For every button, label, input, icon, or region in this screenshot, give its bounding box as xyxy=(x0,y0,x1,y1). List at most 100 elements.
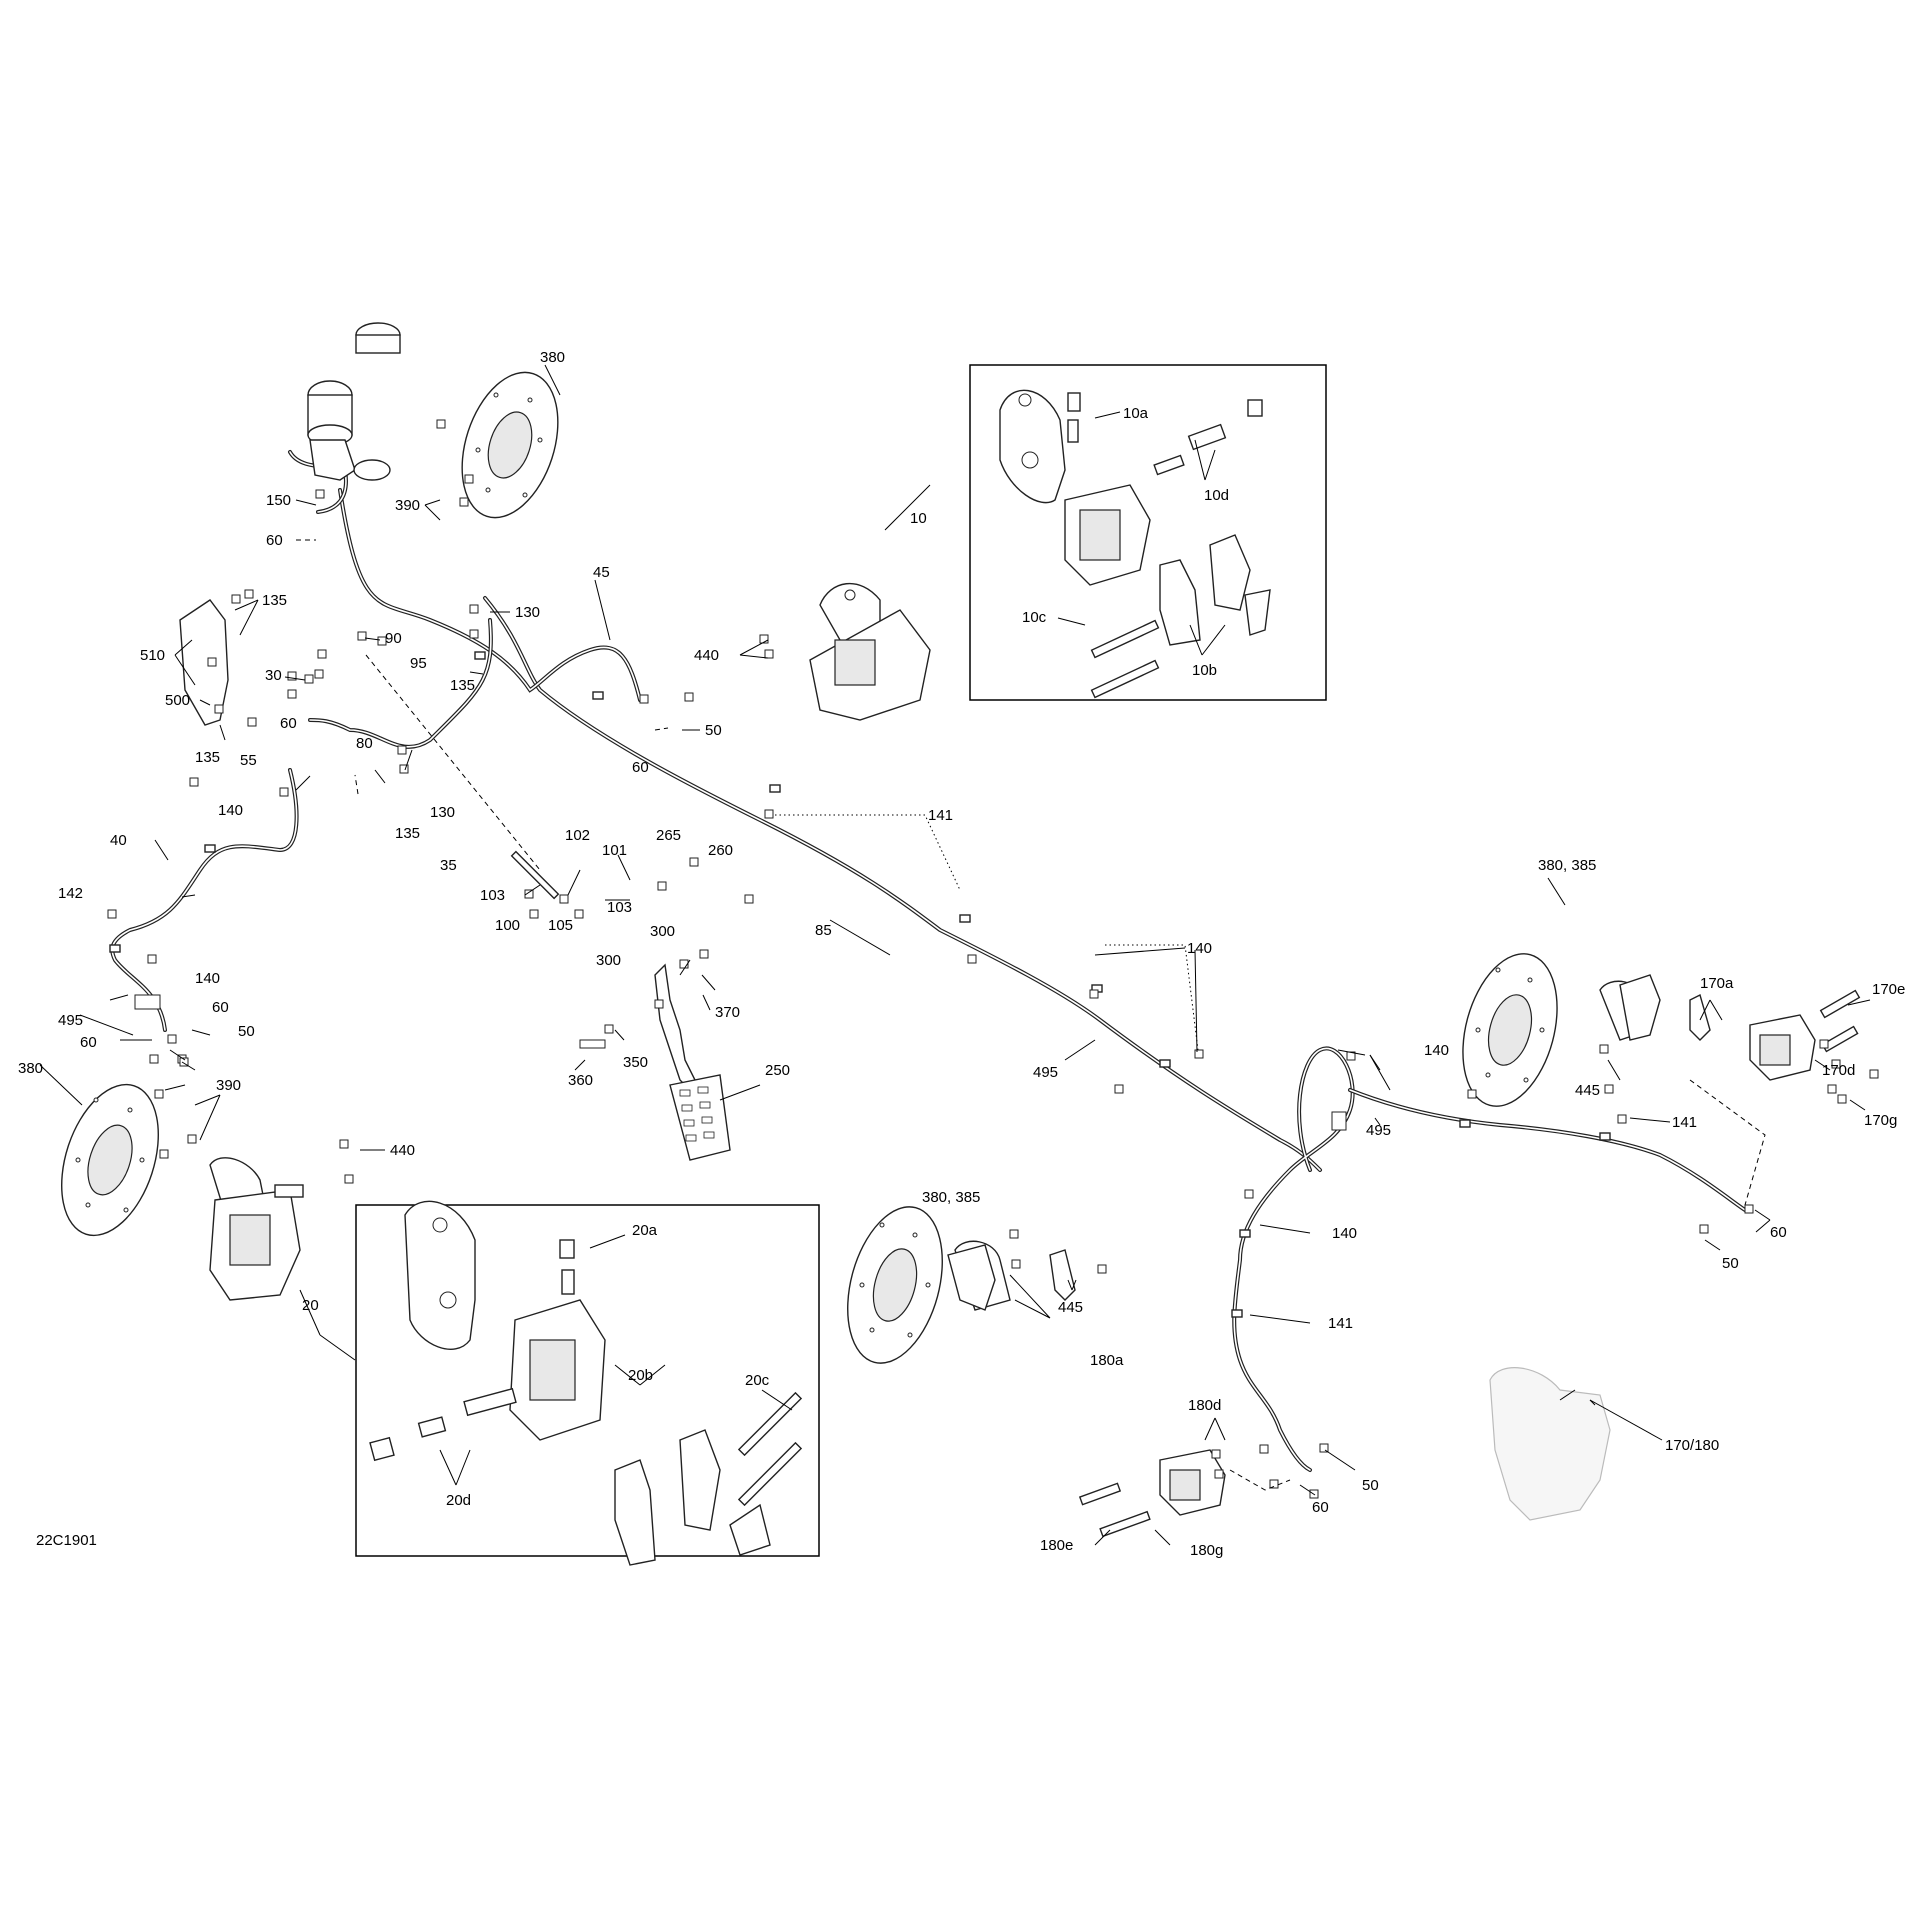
diagram-reference-code: 22C1901 xyxy=(36,1532,97,1549)
callout-170e: 170e xyxy=(1872,981,1905,998)
callout-495: 495 xyxy=(58,1012,83,1029)
callout-60: 60 xyxy=(266,532,283,549)
callout-20a: 20a xyxy=(632,1222,658,1239)
callout-380-385: 380, 385 xyxy=(1538,857,1596,874)
callout-10c: 10c xyxy=(1022,609,1047,626)
callout-101: 101 xyxy=(602,842,627,859)
callout-141: 141 xyxy=(928,807,953,824)
brake-line-upper-45 xyxy=(338,488,642,702)
leader-lines xyxy=(39,364,1871,1546)
caliper-inset-10-parts xyxy=(999,389,1271,699)
callout-35: 35 xyxy=(440,857,457,874)
callout-80: 80 xyxy=(356,735,373,752)
callout-180d: 180d xyxy=(1188,1397,1221,1414)
callout-30: 30 xyxy=(265,667,282,684)
callout-445: 445 xyxy=(1058,1299,1083,1316)
master-cylinder-30 xyxy=(307,380,391,481)
callout-140: 140 xyxy=(195,970,220,987)
callout-102: 102 xyxy=(565,827,590,844)
brake-line-front-left-40 xyxy=(110,768,299,1032)
callout-140: 140 xyxy=(1187,940,1212,957)
callout-130: 130 xyxy=(430,804,455,821)
callout-495: 495 xyxy=(1366,1122,1391,1139)
callout-50: 50 xyxy=(705,722,722,739)
caliper-bracket-rear-445 xyxy=(947,974,1661,1311)
callout-350: 350 xyxy=(623,1054,648,1071)
callout-20b: 20b xyxy=(628,1367,653,1384)
callout-135: 135 xyxy=(262,592,287,609)
callout-170g: 170g xyxy=(1864,1112,1897,1129)
callout-265: 265 xyxy=(656,827,681,844)
brake-disc-rear-right-380-385 xyxy=(1462,953,1558,1107)
callout-labels: 380 390 150 60 135 510 500 135 130 90 30… xyxy=(18,349,1905,1559)
callout-135: 135 xyxy=(395,825,420,842)
callout-440: 440 xyxy=(390,1142,415,1159)
callout-180a: 180a xyxy=(1090,1352,1124,1369)
callout-95: 95 xyxy=(410,655,427,672)
callout-55: 55 xyxy=(240,752,257,769)
callout-10: 10 xyxy=(910,510,927,527)
callout-130: 130 xyxy=(515,604,540,621)
callout-180g: 180g xyxy=(1190,1542,1223,1559)
bracket-500-510 xyxy=(179,599,229,726)
callout-50: 50 xyxy=(1722,1255,1739,1272)
callout-40: 40 xyxy=(110,832,127,849)
callout-141: 141 xyxy=(1672,1114,1697,1131)
callout-85: 85 xyxy=(815,922,832,939)
callout-140: 140 xyxy=(218,802,243,819)
reservoir-cap xyxy=(355,322,401,354)
callout-170a: 170a xyxy=(1700,975,1734,992)
callout-20c: 20c xyxy=(745,1372,770,1389)
caliper-rear-left-180 xyxy=(954,1240,1226,1538)
callout-10a: 10a xyxy=(1123,405,1149,422)
callout-60: 60 xyxy=(80,1034,97,1051)
callout-170-180: 170/180 xyxy=(1665,1437,1719,1454)
hardware-bolts xyxy=(107,419,1879,1499)
callout-135: 135 xyxy=(450,677,475,694)
callout-380: 380 xyxy=(18,1060,43,1077)
callout-180e: 180e xyxy=(1040,1537,1073,1554)
callout-103: 103 xyxy=(607,899,632,916)
callout-10d: 10d xyxy=(1204,487,1229,504)
callout-300: 300 xyxy=(650,923,675,940)
hose-clips xyxy=(109,651,1611,1318)
brake-line-main-85 xyxy=(483,596,1322,1172)
callout-141: 141 xyxy=(1328,1315,1353,1332)
callout-300: 300 xyxy=(596,952,621,969)
callout-260: 260 xyxy=(708,842,733,859)
callout-103: 103 xyxy=(480,887,505,904)
callout-380-385: 380, 385 xyxy=(922,1189,980,1206)
caliper-inset-20-parts xyxy=(369,1200,803,1566)
brake-pedal-250 xyxy=(654,963,731,1161)
callout-250: 250 xyxy=(765,1062,790,1079)
callout-445: 445 xyxy=(1575,1082,1600,1099)
callout-142: 142 xyxy=(58,885,83,902)
brake-disc-front-upper-380 xyxy=(461,371,559,519)
callout-50: 50 xyxy=(238,1023,255,1040)
callout-10b: 10b xyxy=(1192,662,1217,679)
callout-60: 60 xyxy=(1312,1499,1329,1516)
pushrod-35 xyxy=(510,850,560,900)
callout-135: 135 xyxy=(195,749,220,766)
callout-105: 105 xyxy=(548,917,573,934)
callout-60: 60 xyxy=(212,999,229,1016)
callout-45: 45 xyxy=(593,564,610,581)
brake-line-mid-80 xyxy=(308,618,493,749)
callout-370: 370 xyxy=(715,1004,740,1021)
callout-20: 20 xyxy=(302,1297,319,1314)
callout-510: 510 xyxy=(140,647,165,664)
callout-170d: 170d xyxy=(1822,1062,1855,1079)
caliper-front-left-20 xyxy=(209,1157,304,1301)
callout-140: 140 xyxy=(1332,1225,1357,1242)
callout-390: 390 xyxy=(395,497,420,514)
callout-150: 150 xyxy=(266,492,291,509)
callout-20d: 20d xyxy=(446,1492,471,1509)
brake-line-rear-branch xyxy=(1232,1046,1355,1472)
callout-440: 440 xyxy=(694,647,719,664)
callout-390: 390 xyxy=(216,1077,241,1094)
callout-495: 495 xyxy=(1033,1064,1058,1081)
callout-500: 500 xyxy=(165,692,190,709)
callout-50: 50 xyxy=(1362,1477,1379,1494)
callout-90: 90 xyxy=(385,630,402,647)
